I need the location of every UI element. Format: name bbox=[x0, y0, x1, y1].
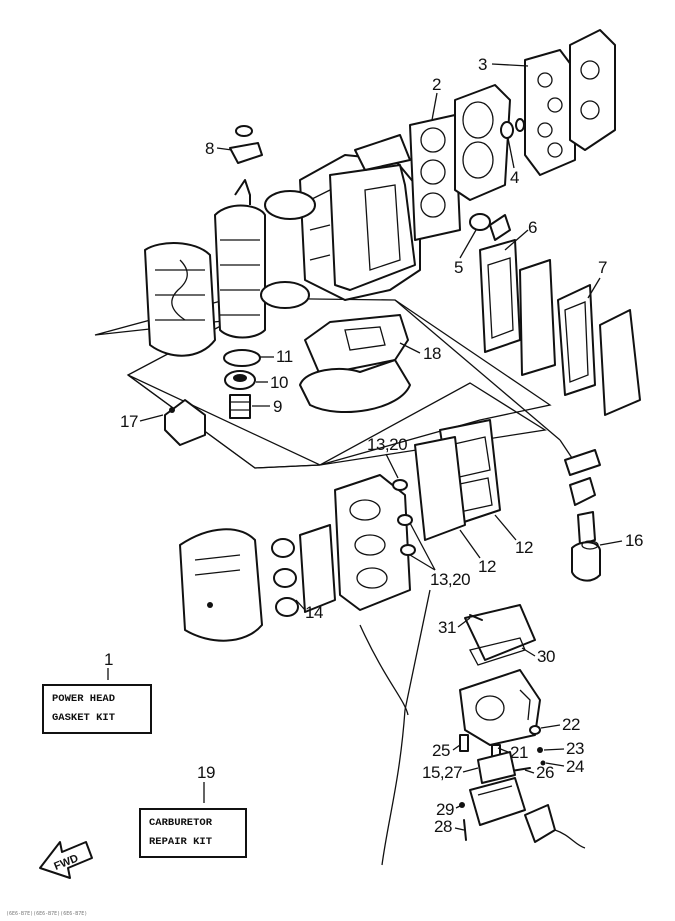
label-24: 24 bbox=[566, 757, 584, 776]
intake-manifold bbox=[334, 474, 411, 611]
exhaust-cover-gasket-6 bbox=[479, 239, 521, 353]
label-12a: 12 bbox=[515, 538, 533, 557]
part-labels: 1 2 3 4 5 6 7 8 9 10 11 12 12 13,20 13,2… bbox=[104, 55, 643, 836]
label-13-20b: 13,20 bbox=[430, 570, 470, 589]
carb-screw-31 bbox=[469, 614, 483, 621]
silencer-gasket bbox=[299, 524, 336, 613]
crankshaft bbox=[214, 179, 316, 339]
fuel-pump-17 bbox=[164, 399, 206, 446]
label-25: 25 bbox=[432, 741, 450, 760]
label-28: 28 bbox=[434, 817, 452, 836]
bearing-10 bbox=[224, 370, 256, 390]
cylinder-head bbox=[454, 84, 511, 201]
label-1: 1 bbox=[104, 650, 113, 669]
label-23: 23 bbox=[566, 739, 584, 758]
oil-seal-11 bbox=[223, 349, 261, 367]
thermostat-gasket-5 bbox=[469, 213, 511, 241]
kit-line: CARBURETOR bbox=[149, 817, 213, 829]
choke-assembly bbox=[524, 804, 586, 849]
anode-cover-8 bbox=[229, 125, 263, 164]
label-7: 7 bbox=[598, 258, 607, 277]
label-30: 30 bbox=[537, 647, 555, 666]
kit-line: REPAIR KIT bbox=[149, 836, 213, 848]
exhaust-inner-cover bbox=[519, 259, 556, 376]
carburetor-kit-frame bbox=[127, 374, 547, 469]
label-10: 10 bbox=[270, 373, 288, 392]
leader-lines bbox=[359, 299, 581, 866]
fwd-arrow-icon: FWD bbox=[39, 841, 93, 879]
float-bowl bbox=[469, 777, 526, 826]
label-13-20a: 13,20 bbox=[367, 435, 407, 454]
kit-line: GASKET KIT bbox=[52, 712, 116, 724]
label-18: 18 bbox=[423, 344, 441, 363]
carburetor-repair-kit: CARBURETOR REPAIR KIT bbox=[139, 808, 247, 858]
reed-plate-12b bbox=[414, 436, 466, 541]
label-16: 16 bbox=[625, 531, 643, 550]
label-31: 31 bbox=[438, 618, 456, 637]
crankcase-half bbox=[144, 242, 216, 357]
drain-screw-28-29 bbox=[459, 802, 467, 841]
carb-body bbox=[459, 669, 541, 746]
footer-code: (6E6-B7E)(6E6-B7E)(6E6-B7E) bbox=[6, 911, 88, 917]
exhaust-outer-cover bbox=[599, 309, 641, 416]
o-rings-14 bbox=[271, 538, 299, 617]
label-6: 6 bbox=[528, 218, 537, 237]
gaskets-13-20 bbox=[392, 479, 416, 556]
base-gasket-18 bbox=[299, 314, 411, 414]
carb-cover-30 bbox=[464, 604, 536, 666]
label-21: 21 bbox=[510, 743, 528, 762]
power-head-gasket-kit: POWER HEAD GASKET KIT bbox=[42, 684, 152, 734]
label-14: 14 bbox=[305, 603, 323, 622]
label-22: 22 bbox=[562, 715, 580, 734]
label-17: 17 bbox=[120, 412, 138, 431]
head-cover-gasket bbox=[524, 49, 576, 176]
exhaust-outer-gasket-7 bbox=[557, 284, 596, 396]
label-29: 29 bbox=[436, 800, 454, 819]
label-8: 8 bbox=[205, 139, 214, 158]
seal-4 bbox=[500, 118, 525, 139]
label-19: 19 bbox=[197, 763, 215, 782]
cylinder-block bbox=[299, 134, 421, 301]
mount-assembly-16 bbox=[564, 449, 601, 582]
kit-line: POWER HEAD bbox=[52, 693, 116, 705]
label-9: 9 bbox=[273, 397, 282, 416]
label-4: 4 bbox=[510, 168, 519, 187]
cylinder-head-gasket bbox=[409, 114, 461, 241]
label-15-27: 15,27 bbox=[422, 763, 462, 782]
label-11: 11 bbox=[276, 347, 293, 366]
label-2: 2 bbox=[432, 75, 441, 94]
head-cover bbox=[569, 29, 616, 151]
label-26: 26 bbox=[536, 763, 554, 782]
label-12b: 12 bbox=[478, 557, 496, 576]
spring-9 bbox=[229, 394, 251, 419]
silencer-cover bbox=[179, 528, 263, 642]
label-5: 5 bbox=[454, 258, 463, 277]
float-15-27 bbox=[477, 751, 516, 784]
label-3: 3 bbox=[478, 55, 487, 74]
